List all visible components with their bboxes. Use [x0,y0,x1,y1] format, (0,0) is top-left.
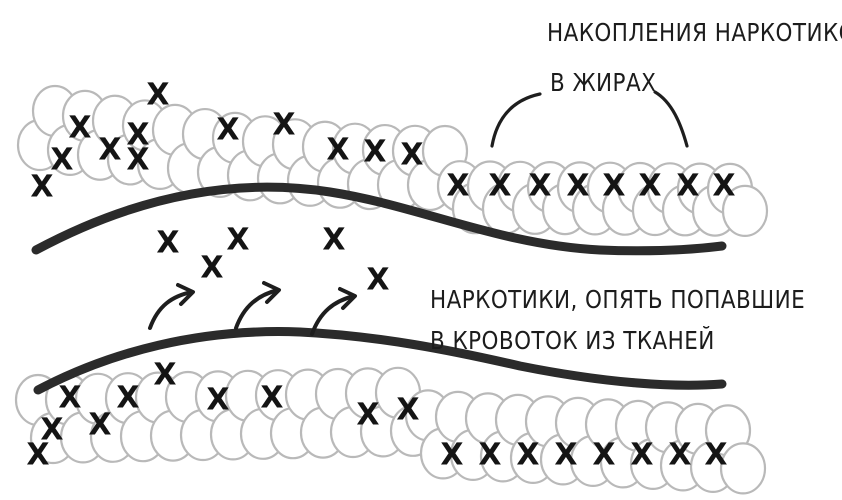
drug-molecule-mark: X [400,138,423,173]
drug-molecule-mark: X [396,393,419,428]
label-pointer-right [655,92,687,146]
drug-molecule-mark: X [446,169,469,204]
drug-molecule-mark: X [592,438,615,473]
drug-molecule-mark: X [528,169,551,204]
fat-storage-label-line1: НАКОПЛЕНИЯ НАРКОТИКОВ [547,20,842,45]
drug-molecule-mark: X [554,438,577,473]
drug-molecule-mark: X [478,438,501,473]
drug-molecule-mark: X [363,135,386,170]
drug-molecule-mark: X [126,143,149,178]
drug-molecule-mark: X [226,223,249,258]
release-arrow [150,285,193,328]
drug-molecule-mark: X [488,169,511,204]
release-arrows [150,283,355,334]
drug-molecule-mark: X [58,381,81,416]
drug-molecule-mark: X [322,223,345,258]
bloodstream-label-line2: В КРОВОТОК ИЗ ТКАНЕЙ [430,328,715,353]
drug-molecule-mark: X [440,438,463,473]
drug-molecule-mark: X [356,398,379,433]
drug-molecule-mark: X [366,263,389,298]
drug-molecule-mark: X [216,113,239,148]
drug-molecule-mark: X [326,133,349,168]
drug-molecule-mark: X [516,438,539,473]
release-arrow [312,289,355,334]
drug-molecule-mark: X [88,408,111,443]
fat-storage-label-line2: В ЖИРАХ [550,70,656,95]
drug-molecule-mark: X [156,226,179,261]
drug-molecule-mark: X [40,413,63,448]
drug-molecule-mark: X [68,111,91,146]
drug-molecule-mark: X [630,438,653,473]
drug-molecule-mark: X [200,251,223,286]
drug-molecule-mark: X [146,78,169,113]
drug-molecule-mark: X [712,169,735,204]
drug-molecule-mark: X [566,169,589,204]
drug-molecule-mark: X [116,381,139,416]
drug-molecule-mark: X [98,133,121,168]
drug-molecule-mark: X [206,383,229,418]
drug-molecule-mark: X [704,438,727,473]
drug-molecule-mark: X [676,169,699,204]
label-pointer-left [492,94,540,146]
drug-molecule-mark: X [153,358,176,393]
drug-molecule-mark: X [260,381,283,416]
drug-molecule-mark: X [272,108,295,143]
drug-molecule-mark: X [602,169,625,204]
drug-molecule-mark: X [50,143,73,178]
drug-molecule-mark: X [668,438,691,473]
drug-molecule-mark: X [638,169,661,204]
fat-cell [721,443,765,493]
release-arrow [236,283,279,328]
bloodstream-label-line1: НАРКОТИКИ, ОПЯТЬ ПОПАВШИЕ [430,287,805,312]
